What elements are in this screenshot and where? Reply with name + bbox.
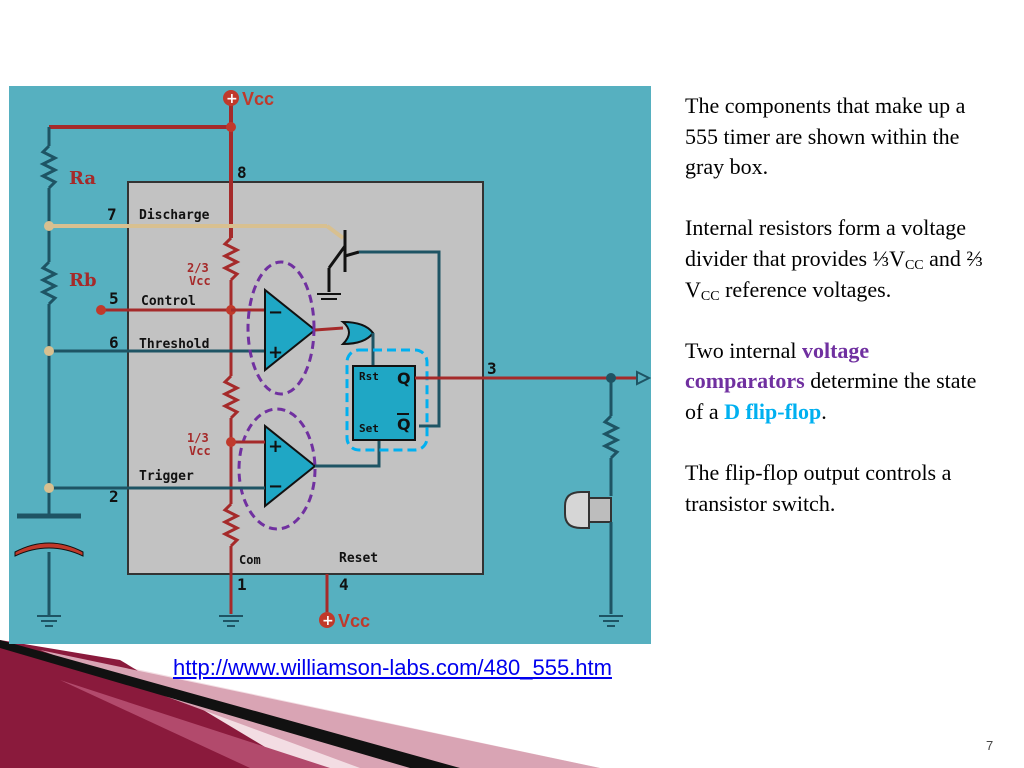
one-third-fraction: 1/3 [187,431,209,445]
rb-label: Rb [69,270,97,291]
d-flip-flop-highlight: D flip-flop [724,398,822,424]
q-bar-label: Q [397,415,411,434]
voltage-comparators-highlight: voltage comparators [685,337,870,394]
ground-icon [599,615,623,627]
source-link[interactable]: http://www.williamson-labs.com/480_555.h… [173,655,612,680]
discharge-transistor-icon [327,230,360,292]
vcc-top-terminal [223,90,239,106]
pin-1: 1 [237,575,247,594]
note-comparators-text-b: determine the state of a [685,368,977,424]
output-arrow-icon [636,370,651,386]
note-divider-text-a: Internal resistors form a voltage divide… [685,215,967,271]
one-third-vcc: Vcc [189,444,211,458]
pin-7: 7 [107,205,117,224]
flip-flop [352,365,416,441]
ra-label: Ra [69,168,96,189]
note-divider-text-b: and ⅔ V [685,245,983,302]
pin-8: 8 [237,163,247,182]
note-comparators-text-a: Two internal [685,337,802,363]
vcc-bottom-label: Vcc [338,611,370,631]
com-label: Com [239,553,261,567]
load-resistor [601,378,621,496]
note-divider: Internal resistors form a voltage divide… [685,213,985,305]
timer-555-diagram: + Vcc Ra Rb 8 7 Discharge [9,86,651,644]
junction [44,483,54,493]
note-divider-sub2: CC [700,288,720,304]
note-comparators: Two internal voltage comparators determi… [685,336,985,428]
vcc-bottom-plus: + [322,613,334,629]
ground-icon [37,615,61,627]
pin-2: 2 [109,487,119,506]
divider-resistors [221,236,241,614]
led-icon [564,491,612,529]
note-comparators-text-c: . [821,398,827,424]
pin-6: 6 [109,333,119,352]
vcc-top-plus: + [226,91,238,107]
comparator2-plus: + [268,436,283,457]
slide-number: 7 [986,738,994,753]
control-terminal [96,305,106,315]
two-thirds-fraction: 2/3 [187,261,209,275]
junction [226,122,236,132]
slide-decoration [0,640,600,768]
junction [44,346,54,356]
note-divider-sub1: CC [904,257,924,273]
two-thirds-vcc: Vcc [189,274,211,288]
discharge-wire [49,224,345,240]
left-rail [17,127,81,519]
set-label: Set [359,422,379,435]
note-divider-text-c: reference voltages. [719,276,892,302]
q-label: Q [397,369,411,388]
comparator2-highlight [237,407,317,531]
ground-icon [219,615,243,627]
upper-comparator [264,287,317,373]
comparator1-highlight [246,260,316,396]
junction [44,221,54,231]
comparator1-output-wire [314,326,344,332]
capacitor-plate [14,542,84,557]
flip-flop-highlight [345,348,429,452]
rst-label: Rst [359,370,379,383]
trigger-label: Trigger [139,469,194,484]
slide-notes: The components that make up a 555 timer … [685,91,985,550]
reset-label: Reset [339,551,378,566]
comparator2-minus: − [268,476,283,497]
note-components: The components that make up a 555 timer … [685,93,966,180]
or-gate [340,320,375,346]
ground-icon [317,293,341,300]
comparator1-minus: − [268,302,283,323]
vcc-top-label: Vcc [242,89,274,109]
discharge-label: Discharge [139,208,210,223]
note-flipflop: The flip-flop output controls a transist… [685,460,952,516]
pin-3: 3 [487,359,497,378]
pin-5: 5 [109,289,119,308]
vcc-bottom-terminal [319,612,335,628]
pin-4: 4 [339,575,349,594]
comparator1-plus: + [268,342,283,363]
junction [226,437,236,447]
transistor-base-wire [359,250,441,428]
lower-comparator [264,423,317,509]
control-label: Control [141,294,196,309]
threshold-label: Threshold [139,337,209,352]
